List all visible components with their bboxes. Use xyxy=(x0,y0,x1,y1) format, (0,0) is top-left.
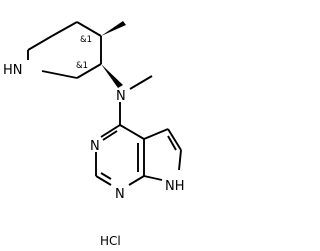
bond-c4a-c4 xyxy=(119,124,145,140)
bond-c5-c6 xyxy=(167,128,182,151)
bond-c5-c6 xyxy=(76,63,102,79)
pyrimidine-n-bottom-label: N xyxy=(115,187,125,202)
bond-c4-n3 xyxy=(100,124,121,138)
bond-c2-n1 xyxy=(95,175,112,186)
bond-nh-c2b xyxy=(27,35,53,51)
bond-c4a-c5 xyxy=(143,128,169,140)
piperidine-nh-label: HN xyxy=(3,63,23,78)
chemical-structure: HN N N N NH &1 &1 HCl xyxy=(3,21,185,248)
methyl-wedge-bond xyxy=(101,21,126,36)
piperidine-ring xyxy=(27,21,102,79)
bond-nh-c7a xyxy=(143,175,163,181)
hcl-salt-label: HCl xyxy=(100,234,121,248)
pyrimidine-ring xyxy=(95,124,145,186)
bond-c6-nh xyxy=(178,149,182,171)
bond-n1-c7a xyxy=(128,175,145,186)
pyrrole-ring xyxy=(143,128,182,181)
bond-c2-c3 xyxy=(51,21,78,37)
stereo-label-c4: &1 xyxy=(80,35,92,45)
bond-n-methyl xyxy=(129,75,153,90)
bond-c6-nh xyxy=(41,70,78,79)
amine-wedge-bond xyxy=(101,64,123,88)
bond-c4-n3-inner xyxy=(102,130,118,141)
stereo-label-c3: &1 xyxy=(76,61,88,71)
bond-c2-n1-inner xyxy=(100,172,112,180)
pyrrole-nh-label: NH xyxy=(165,179,185,194)
pyrimidine-n-top-label: N xyxy=(90,139,100,154)
bond-c5-c6-inner xyxy=(167,135,177,151)
amine-n-label: N xyxy=(116,89,126,104)
bond-c3-c4 xyxy=(76,21,102,37)
